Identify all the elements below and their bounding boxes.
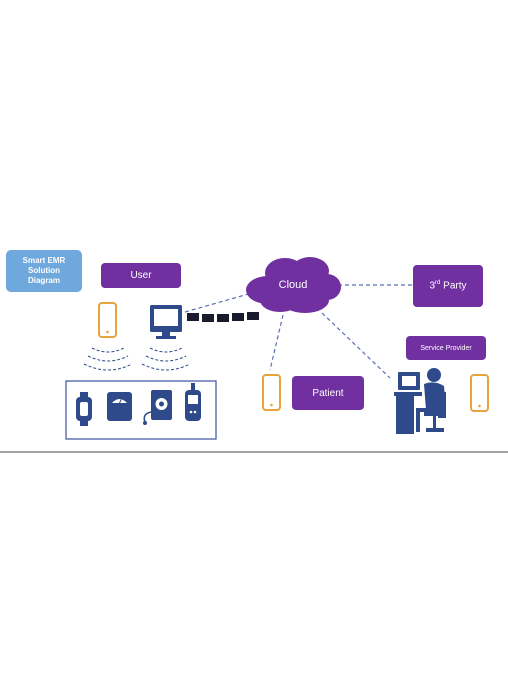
monitor-icon <box>150 305 182 339</box>
glucometer-icon <box>185 383 201 421</box>
patient-phone-icon <box>262 374 281 411</box>
third-party-text: Party <box>440 280 467 292</box>
title-line-1: Smart EMR <box>22 256 66 265</box>
third-party-superscript: rd <box>435 280 441 287</box>
smartwatch-icon <box>76 392 92 426</box>
service-provider-phone-icon <box>470 374 489 412</box>
blood-pressure-icon <box>143 390 172 425</box>
wireless-signal-phone <box>83 347 133 371</box>
wireless-signal-monitor <box>141 347 191 371</box>
data-packets <box>187 312 259 322</box>
title-line-2: Solution <box>28 266 60 275</box>
cloud-shape <box>246 257 341 313</box>
third-party-label: 3rd Party <box>429 280 466 291</box>
diagram-title-box: Smart EMR Solution Diagram <box>6 250 82 292</box>
title-line-3: Diagram <box>27 276 60 285</box>
connector-cloud-service-provider <box>321 312 391 379</box>
connector-cloud-patient <box>269 314 284 371</box>
user-phone-icon <box>98 302 117 338</box>
connector-monitor-cloud <box>184 292 253 313</box>
scale-icon <box>107 392 132 421</box>
user-label: User <box>130 270 152 281</box>
third-party-number: 3 <box>429 280 436 292</box>
cloud-node: Cloud <box>252 266 334 304</box>
connectors <box>184 284 413 379</box>
person-at-computer-icon <box>394 368 446 434</box>
cloud-label: Cloud <box>278 279 308 291</box>
user-node: User <box>101 263 181 288</box>
patient-node: Patient <box>292 376 364 410</box>
service-provider-node: Service Provider <box>406 336 486 360</box>
patient-label: Patient <box>312 387 344 399</box>
service-provider-label: Service Provider <box>420 344 472 352</box>
third-party-node: 3rd Party <box>413 265 483 307</box>
